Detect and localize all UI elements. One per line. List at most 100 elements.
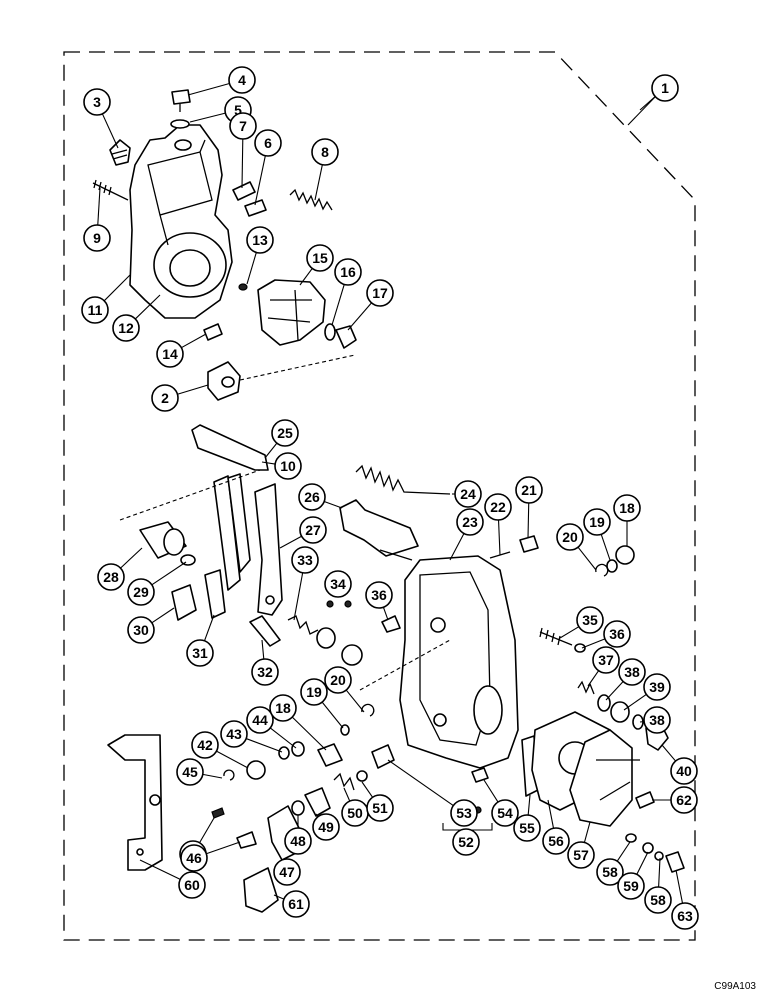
callout-number: 29 [133, 584, 149, 600]
callout-26: 26 [298, 483, 343, 511]
drawing-id: C99A103 [714, 981, 756, 992]
assembly-boundary [63, 51, 696, 941]
callout-leader [675, 869, 684, 904]
screw-6 [244, 199, 267, 217]
callout-25: 25 [264, 419, 299, 459]
callout-number: 22 [490, 499, 506, 515]
callout-number: 50 [347, 805, 363, 821]
callout-leader [120, 547, 143, 569]
callout-circle [251, 658, 279, 686]
seal-34a-dot [326, 600, 334, 608]
callout-circle [180, 844, 208, 872]
callout-number: 60 [184, 877, 200, 893]
dash-link-mid [119, 469, 261, 521]
callout-number: 38 [649, 712, 665, 728]
plug-39 [610, 701, 630, 723]
callout-circle [515, 476, 543, 504]
callout-leader [245, 738, 283, 753]
callout-number: 19 [306, 684, 322, 700]
spring-37 [577, 680, 595, 695]
callout-leader [321, 701, 344, 729]
dash-link-upper [239, 354, 356, 381]
callout-56: 56 [542, 799, 570, 855]
callout-circle [176, 758, 204, 786]
seal-34a [316, 627, 336, 649]
callout-number: 19 [589, 514, 605, 530]
callout-circle [450, 799, 478, 827]
leader-1 [627, 96, 656, 126]
lever-26-shaft [379, 549, 413, 561]
callout-leader [187, 82, 230, 96]
callout-circle [274, 452, 302, 480]
callout-number: 31 [192, 645, 208, 661]
callout-leader [324, 500, 343, 509]
callout-leader [269, 727, 297, 749]
lever-27 [254, 483, 283, 616]
bracket-61 [243, 867, 279, 913]
callout-number: 21 [521, 482, 537, 498]
callout-33: 33 [291, 546, 319, 621]
callout-number: 1 [661, 80, 669, 96]
washer-58b [654, 851, 664, 861]
callout-19: 19 [300, 678, 344, 729]
callout-circle [229, 112, 257, 140]
callout-leader [203, 614, 215, 641]
callout-circle [613, 494, 641, 522]
callout-50: 50 [341, 787, 369, 827]
callout-44: 44 [246, 706, 297, 749]
clip-45 [223, 769, 235, 781]
seal-34b-dot [344, 600, 352, 608]
callout-circle [284, 827, 312, 855]
callout-number: 6 [264, 135, 272, 151]
callout-circle [324, 570, 352, 598]
callout-leader [483, 779, 499, 803]
callout-leader [261, 461, 276, 465]
callout-leader [139, 859, 181, 880]
valve-body-port-2 [433, 713, 447, 727]
callout-number: 28 [103, 569, 119, 585]
callout-number: 23 [462, 514, 478, 530]
lever-10 [191, 424, 269, 471]
callout-circle [452, 828, 480, 856]
callout-39: 39 [623, 673, 671, 711]
callout-36: 36 [581, 620, 631, 649]
callout-layer: 1234567891011121314151617181920212223242… [81, 66, 699, 930]
bolt-32 [249, 615, 281, 647]
callout-circle [81, 296, 109, 324]
callout-leader [449, 533, 465, 561]
screw-46 [236, 831, 257, 849]
callout-6: 6 [254, 129, 282, 206]
callout-number: 10 [280, 458, 296, 474]
spool-18-lower [317, 743, 343, 767]
callout-number: 45 [182, 764, 198, 780]
callout-36: 36 [365, 581, 393, 621]
callout-23: 23 [449, 508, 484, 561]
callout-number: 53 [456, 805, 472, 821]
linkage-group [119, 424, 635, 666]
clip-20-lower [361, 703, 375, 717]
sleeve-17 [335, 325, 357, 349]
callout-number: 18 [619, 500, 635, 516]
callout-circle [282, 890, 310, 918]
callout-leader [347, 302, 372, 331]
callout-circle [456, 508, 484, 536]
callout-circle [583, 508, 611, 536]
callout-circle [596, 858, 624, 886]
link-arm [213, 475, 241, 591]
callout-20: 20 [324, 666, 365, 713]
callout-19: 19 [583, 508, 611, 561]
callout-37: 37 [587, 646, 620, 687]
callout-leader [600, 534, 611, 561]
callout-48: 48 [284, 815, 312, 855]
nut-2-bore [221, 376, 235, 388]
callout-leader [199, 817, 215, 844]
screw-14 [203, 323, 223, 341]
callout-circle [556, 523, 584, 551]
callout-4: 4 [187, 66, 256, 96]
callout-1: 1 [639, 74, 679, 111]
callout-circle [542, 827, 570, 855]
callout-3: 3 [83, 88, 119, 149]
callout-number: 36 [609, 626, 625, 642]
callout-number: 8 [321, 144, 329, 160]
bolt-21 [519, 535, 539, 553]
